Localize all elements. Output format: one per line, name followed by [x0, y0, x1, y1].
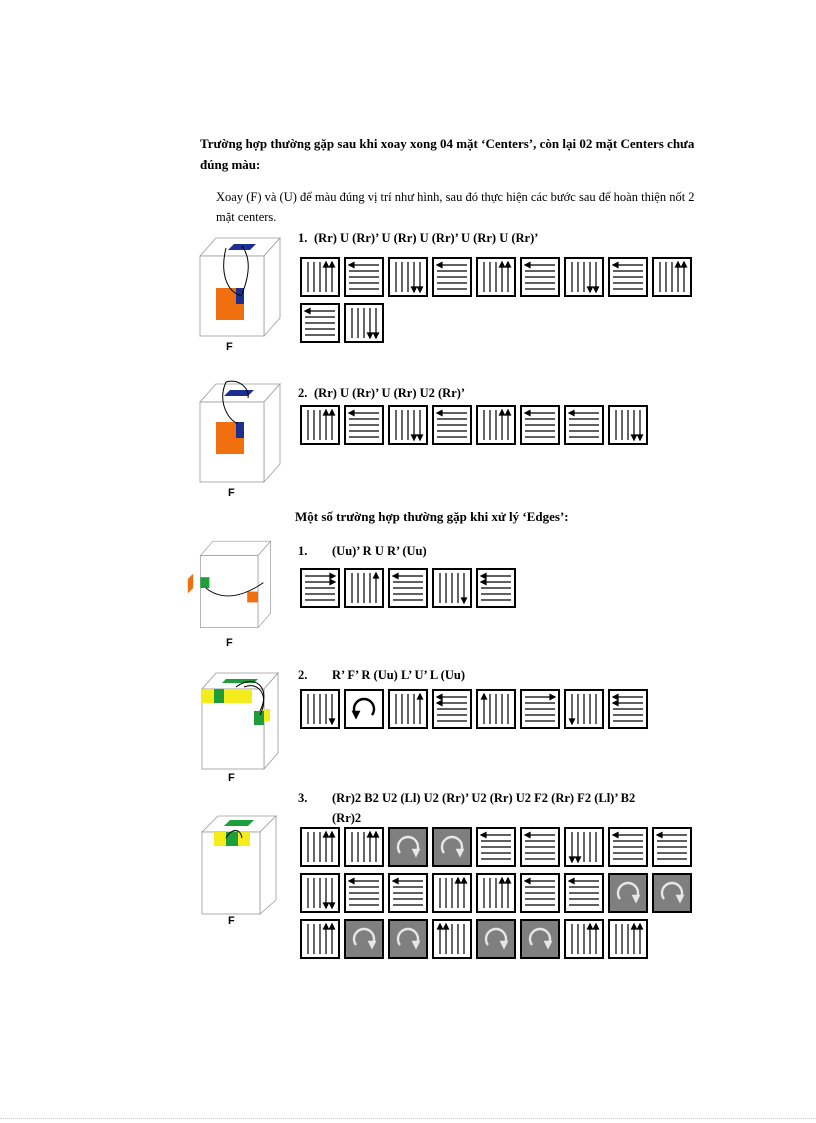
move-tile	[608, 873, 648, 913]
move-tile	[432, 873, 472, 913]
move-tile	[476, 919, 516, 959]
move-tile	[432, 689, 472, 729]
face-label-f: F	[228, 487, 235, 499]
case-formula-line2: (Rr)2	[332, 811, 362, 825]
case-number: 1.	[298, 231, 308, 245]
move-tile	[300, 689, 340, 729]
move-tile	[520, 827, 560, 867]
move-tile	[388, 568, 428, 608]
move-tile	[432, 919, 472, 959]
case-number: 2.	[298, 386, 308, 400]
section-centers-heading: Trường hợp thường gặp sau khi xoay xong …	[200, 136, 695, 172]
move-tile	[344, 689, 384, 729]
move-tile	[300, 827, 340, 867]
section-edges-heading: Một số trường hợp thường gặp khi xử lý ‘…	[295, 509, 569, 524]
cube-diagram-centers-1	[199, 236, 281, 338]
move-tile	[520, 257, 560, 297]
move-tile	[564, 405, 604, 445]
move-tile	[608, 827, 648, 867]
face-label-f: F	[226, 341, 233, 353]
move-tile	[300, 919, 340, 959]
face-label-f: F	[226, 637, 233, 649]
move-tile	[520, 405, 560, 445]
move-tile	[388, 689, 428, 729]
face-label-f: F	[228, 915, 235, 927]
move-sequence	[300, 827, 700, 967]
move-tile	[652, 257, 692, 297]
section-centers-intro: Xoay (F) và (U) để màu đúng vị trí như h…	[216, 190, 695, 224]
case-formula: (Uu)’ R U R’ (Uu)	[332, 544, 427, 558]
case-formula-line1: (Rr)2 B2 U2 (Ll) U2 (Rr)’ U2 (Rr) U2 F2 …	[332, 791, 636, 805]
move-tile	[476, 405, 516, 445]
move-tile	[344, 405, 384, 445]
move-tile	[608, 405, 648, 445]
move-tile	[432, 257, 472, 297]
case-formula: (Rr) U (Rr)’ U (Rr) U2 (Rr)’	[314, 386, 466, 400]
move-tile	[344, 919, 384, 959]
move-tile	[608, 689, 648, 729]
cube-diagram-edges-2	[201, 671, 279, 771]
page-bottom-edge	[0, 1118, 816, 1119]
move-tile	[652, 873, 692, 913]
move-tile	[300, 873, 340, 913]
move-tile	[564, 919, 604, 959]
cube-diagram-centers-2	[199, 380, 281, 484]
move-sequence	[300, 568, 700, 612]
move-tile	[432, 568, 472, 608]
case-number: 1.	[298, 544, 308, 558]
move-sequence	[300, 257, 700, 349]
move-tile	[344, 303, 384, 343]
move-tile	[564, 827, 604, 867]
move-tile	[564, 689, 604, 729]
move-tile	[476, 827, 516, 867]
move-tile	[388, 919, 428, 959]
move-tile	[476, 689, 516, 729]
move-tile	[564, 257, 604, 297]
move-tile	[432, 827, 472, 867]
cube-diagram-edges-3	[201, 815, 277, 915]
move-tile	[388, 405, 428, 445]
move-tile	[608, 257, 648, 297]
case-number: 3.	[298, 791, 308, 805]
move-sequence	[300, 689, 700, 733]
case-formula: R’ F’ R (Uu) L’ U’ L (Uu)	[332, 668, 465, 682]
move-tile	[300, 257, 340, 297]
move-tile	[344, 873, 384, 913]
move-tile	[300, 568, 340, 608]
move-tile	[388, 257, 428, 297]
move-tile	[344, 827, 384, 867]
move-tile	[432, 405, 472, 445]
case-number: 2.	[298, 668, 308, 682]
move-tile	[344, 257, 384, 297]
move-tile	[476, 257, 516, 297]
move-tile	[520, 689, 560, 729]
move-tile	[520, 919, 560, 959]
move-tile	[344, 568, 384, 608]
face-label-f: F	[228, 772, 235, 784]
case-formula: (Rr) U (Rr)’ U (Rr) U (Rr)’ U (Rr) U (Rr…	[314, 231, 539, 245]
move-tile	[388, 827, 428, 867]
move-tile	[300, 303, 340, 343]
cube-diagram-edges-1	[187, 540, 272, 629]
move-tile	[652, 827, 692, 867]
move-tile	[608, 919, 648, 959]
move-sequence	[300, 405, 700, 449]
move-tile	[388, 873, 428, 913]
move-tile	[520, 873, 560, 913]
move-tile	[476, 873, 516, 913]
move-tile	[476, 568, 516, 608]
move-tile	[564, 873, 604, 913]
move-tile	[300, 405, 340, 445]
